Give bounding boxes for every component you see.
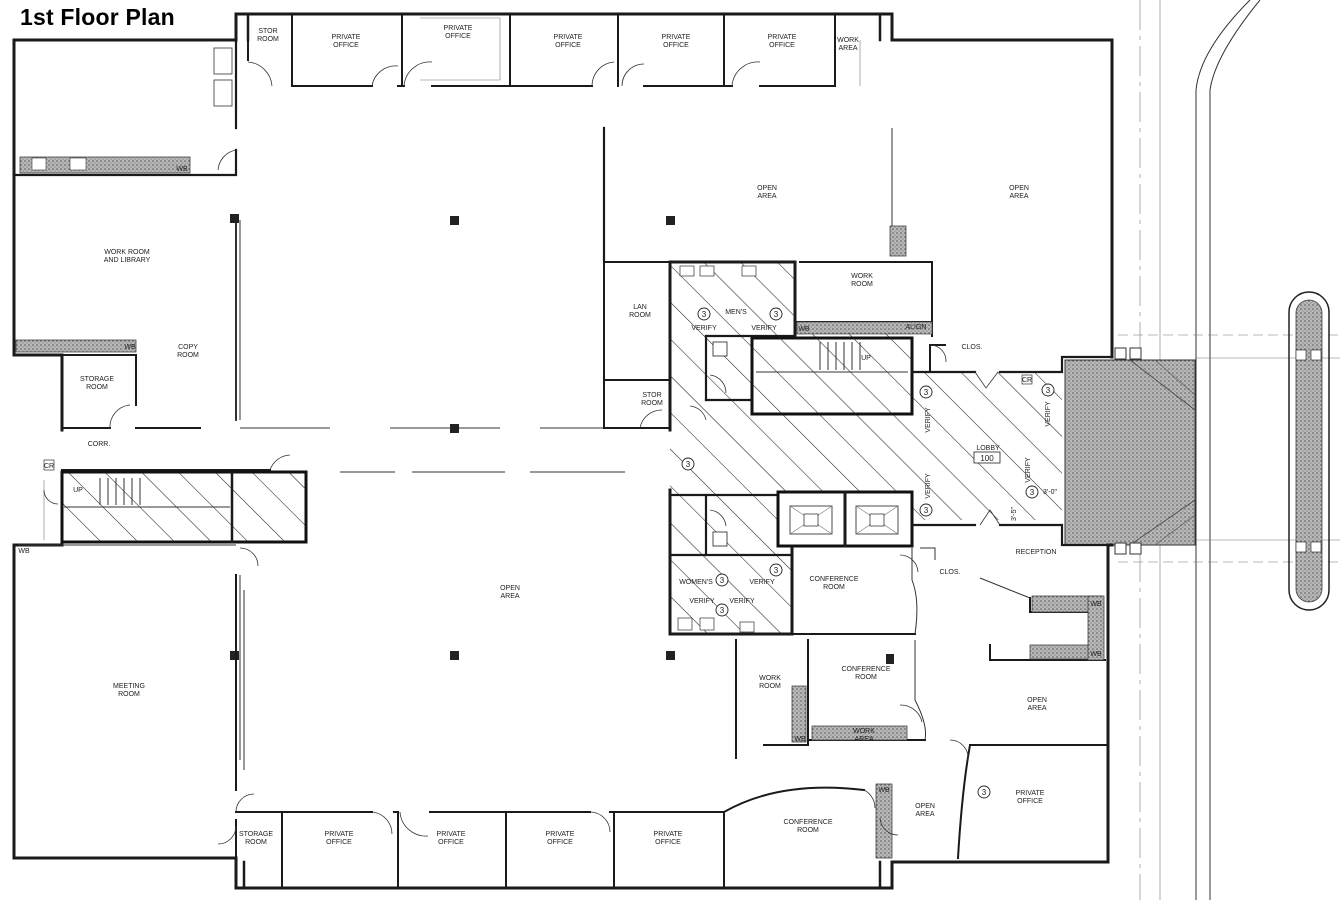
verify-mark-3: VERIFY — [749, 579, 775, 586]
central-open-area — [230, 126, 907, 770]
up-mark-core: UP — [861, 355, 871, 362]
room-label-lobby: LOBBY — [976, 445, 1000, 452]
west-stair — [43, 470, 308, 544]
page-title: 1st Floor Plan — [20, 4, 175, 30]
stair-elevator-core — [750, 336, 914, 548]
tag-3-d: 3 — [1046, 386, 1051, 395]
room-label-mens: MEN'S — [725, 309, 747, 316]
wb-mark-8: WB — [878, 787, 890, 794]
verify-mark-9: VERIFY — [1025, 457, 1032, 483]
lobby-walls — [794, 261, 1114, 547]
room-number-lobby: 100 — [980, 454, 994, 463]
annotation-marks: VERIFY VERIFY VERIFY VERIFY VERIFY VERIF… — [18, 166, 1102, 797]
room-label-reception: RECEPTION — [1016, 549, 1057, 556]
room-label-clos-south: CLOS. — [939, 569, 960, 576]
room-label-corr: CORR. — [88, 441, 111, 448]
site-exterior — [1064, 0, 1340, 900]
wb-mark-3: WB — [18, 548, 30, 555]
align-mark: ALIGN — [905, 324, 926, 331]
top-offices — [247, 13, 861, 87]
bottom-offices — [217, 793, 725, 889]
wb-mark-2: WB — [124, 344, 136, 351]
tag-3-j: 3 — [720, 606, 725, 615]
room-label-womens: WOMEN'S — [679, 579, 713, 586]
tag-3-i: 3 — [720, 576, 725, 585]
wb-mark-6: WB — [1090, 651, 1102, 658]
tag-3-b: 3 — [774, 310, 779, 319]
verify-tags — [681, 307, 1055, 799]
wb-mark-5: WB — [1090, 601, 1102, 608]
room-label-clos-north: CLOS. — [961, 344, 982, 351]
verify-mark-2: VERIFY — [751, 325, 777, 332]
verify-mark-8: VERIFY — [925, 473, 932, 499]
tag-3-f: 3 — [924, 506, 929, 515]
meeting-room-walls — [18, 544, 237, 791]
verify-mark-4: VERIFY — [689, 598, 715, 605]
wb-mark-1: WB — [176, 166, 188, 173]
tag-3-e: 3 — [686, 460, 691, 469]
cr-mark-west: CR — [44, 463, 54, 470]
up-mark-west: UP — [73, 487, 83, 494]
tag-3-c: 3 — [924, 388, 929, 397]
core-hatched — [668, 260, 1062, 636]
verify-mark-7: VERIFY — [1045, 401, 1052, 427]
storage-corridor — [43, 354, 291, 471]
verify-mark-1: VERIFY — [691, 325, 717, 332]
work-room-library-area — [12, 38, 241, 421]
verify-mark-5: VERIFY — [729, 598, 755, 605]
dim-mark-a: 3'-0" — [1043, 489, 1057, 496]
tag-3-k: 3 — [982, 788, 987, 797]
verify-mark-6: VERIFY — [925, 407, 932, 433]
lower-right-rooms — [722, 547, 1109, 889]
wb-mark-7: WB — [794, 736, 806, 743]
wb-mark-4: WB — [798, 326, 810, 333]
tag-3-a: 3 — [702, 310, 707, 319]
cr-mark-lobby: CR — [1022, 377, 1032, 384]
tag-3-g: 3 — [1030, 488, 1035, 497]
tag-3-h: 3 — [774, 566, 779, 575]
dim-mark-b: 3'-5" — [1011, 507, 1018, 521]
